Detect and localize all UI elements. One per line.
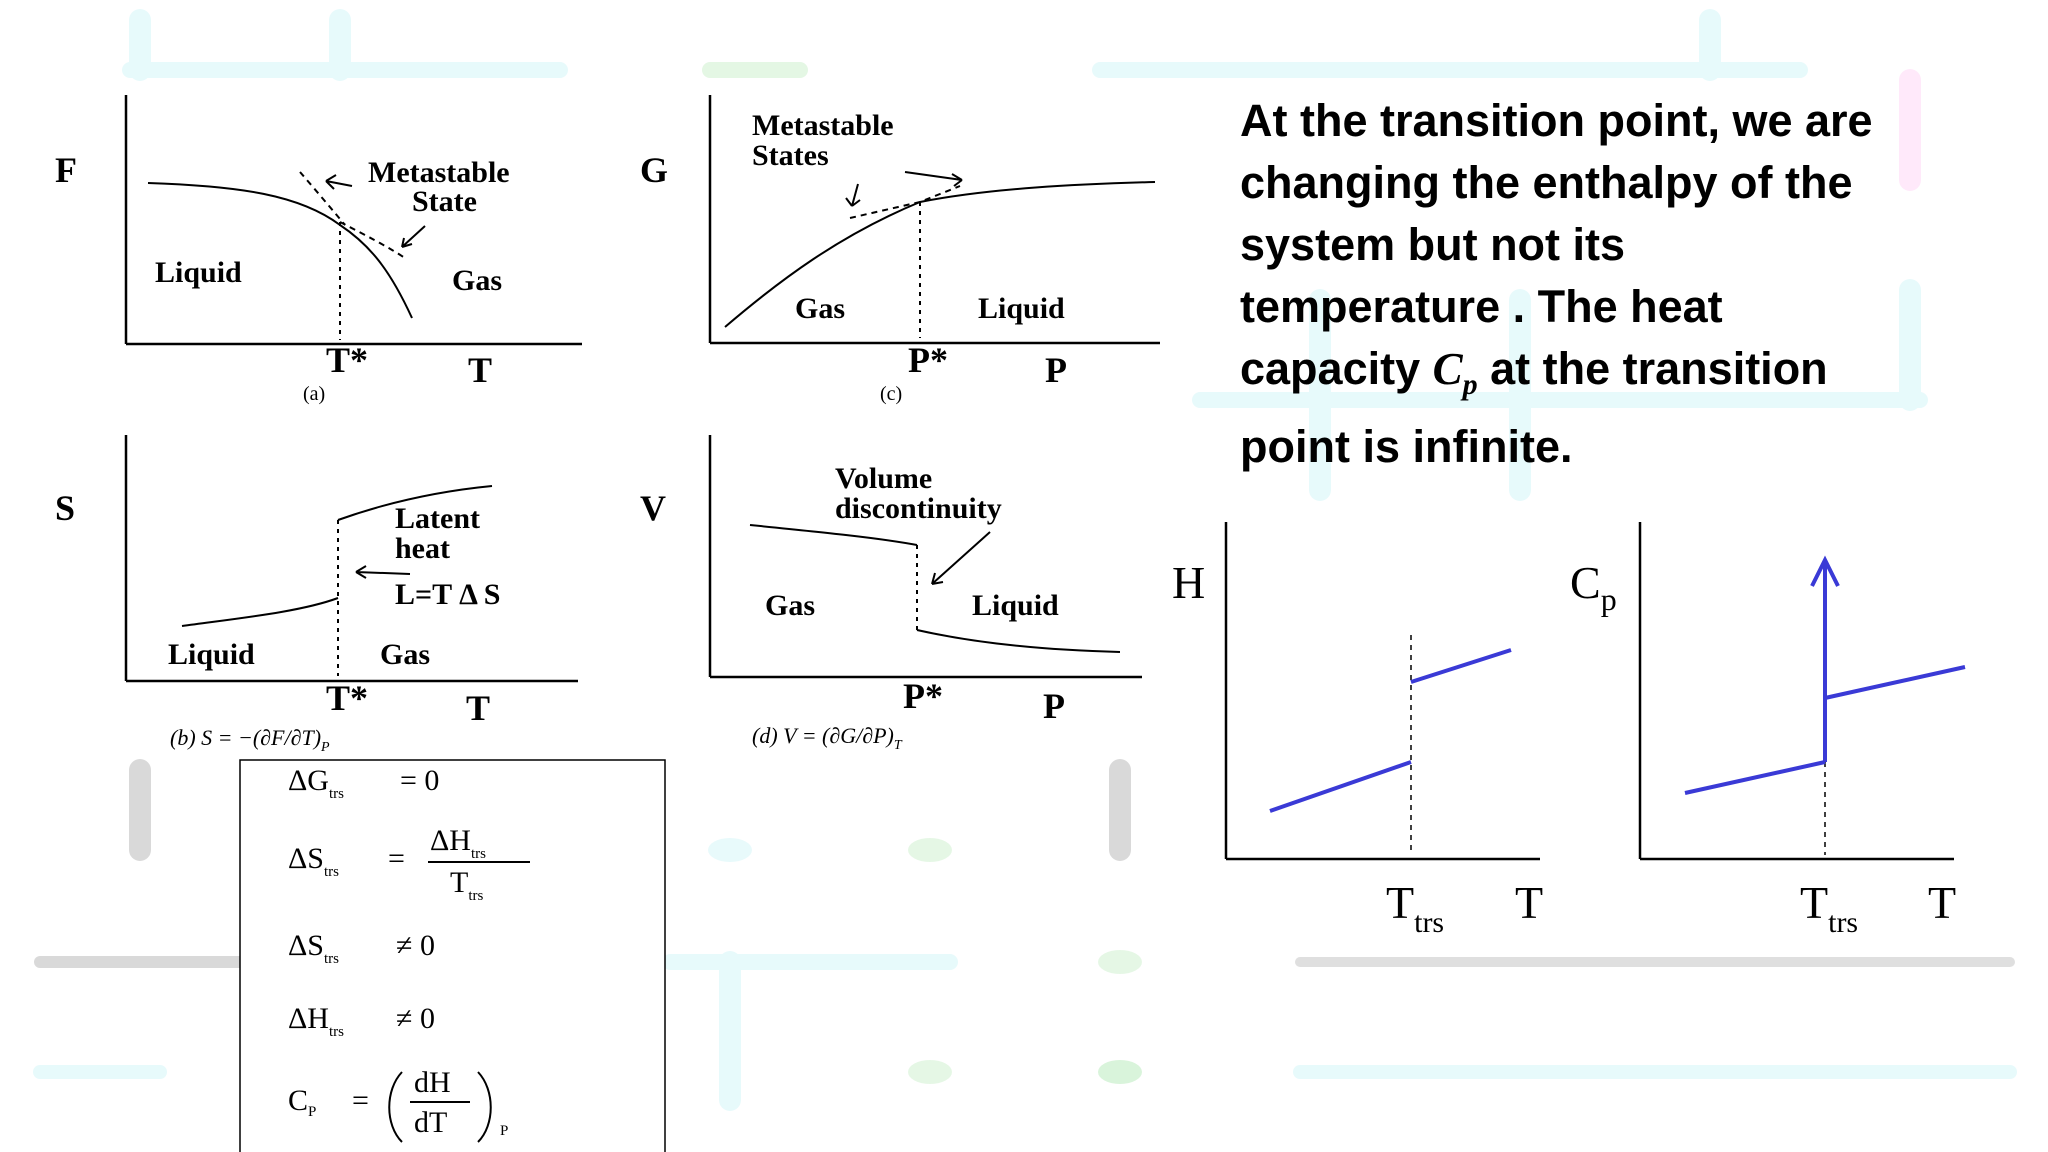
eq-delta-g-rhs: = 0 [400,764,439,797]
plot-cp-arrowhead-icon [1810,555,1840,587]
panel-a-gas-label: Gas [452,264,502,297]
plot-h: H Ttrs T [1172,522,1543,939]
panel-b-latent-label: Latent [395,502,480,535]
paragraph-part-1: At the transition point, we are changing… [1240,95,1873,394]
panel-d-arrow [931,531,991,585]
panel-c-pstar-label: P* [908,340,948,380]
explanation-paragraph: At the transition point, we are changing… [1240,90,1880,478]
panel-a-caption: (a) [303,383,325,405]
panel-b-liquid-curve [181,597,339,627]
plot-cp-ttrs-label: Ttrs [1800,877,1858,939]
panel-b-y-label: S [55,488,75,528]
panel-a-liquid-label: Liquid [155,256,242,289]
eq-delta-s: ΔStrs [288,842,339,880]
panel-c-x-label: P [1045,350,1067,390]
eq-paren-left [388,1071,403,1143]
plot-cp-x-label: T [1928,877,1956,928]
eq-dh: dH [414,1066,451,1099]
panel-b-x-label: T [466,688,490,728]
panel-c-metastable-extension [849,185,961,219]
eq-delta-h-num: ΔHtrs [430,824,486,862]
cp-symbol: Cp [1432,344,1478,401]
equations-box: ΔGtrs = 0 ΔStrs = ΔHtrs Ttrs ΔStrs ≠ 0 Δ… [239,759,666,1152]
panel-b-liquid-label: Liquid [168,638,255,671]
panel-c-gas-label: Gas [795,292,845,325]
plot-h-low-segment [1269,760,1412,813]
panel-a-liquid-curve [147,182,413,319]
panel-b-tstar-label: T* [326,678,368,718]
panel-a-metastable-extension-2 [339,221,406,259]
panel-c: G Metastable States Gas Liquid P* P (c) [640,95,1160,405]
plot-cp-low-segment [1684,760,1826,795]
paragraph-part-2: at the transition point is infinite. [1240,343,1828,472]
eq-delta-g: ΔGtrs [288,764,344,802]
panel-d: V Volume discontinuity Gas Liquid P* P (… [640,435,1142,753]
eq-dt: dT [414,1106,447,1139]
panel-a: F Metastable State Liquid Gas T* T (a) [55,95,582,405]
panel-d-x-label: P [1043,686,1065,726]
eq-delta-h-rhs: ≠ 0 [396,1002,435,1035]
panel-d-liquid-label: Liquid [972,589,1059,622]
eq-delta-h-nonzero: ΔHtrs [288,1002,344,1040]
eq-equals: = [388,842,405,875]
plot-cp-high-segment [1824,665,1966,700]
panel-b: S Latent heat L=T Δ S Liquid Gas T* T (b… [55,435,578,755]
panel-a-y-label: F [55,150,77,190]
panel-d-pstar-label: P* [903,676,943,716]
panel-a-metastable-extension [299,171,346,226]
eq-cp-equals: = [352,1084,369,1117]
plot-h-y-label: H [1172,557,1205,608]
panel-b-equation-label: L=T Δ S [395,578,500,611]
plot-cp: Cp Ttrs T [1570,522,1966,939]
panel-a-meta-label: Metastable [368,156,510,189]
panel-a-meta-label-2: State [412,185,477,218]
panel-b-gas-curve [337,485,493,521]
panel-d-liquid-curve [916,629,1121,653]
plot-h-high-segment [1410,648,1512,684]
equations-frame [239,759,666,1152]
panel-c-liquid-label: Liquid [978,292,1065,325]
panel-a-x-label: T [468,350,492,390]
panel-c-y-label: G [640,150,668,190]
eq-cp: CP [288,1084,316,1120]
panel-d-y-label: V [640,488,666,528]
eq-cp-outer-sub: P [500,1123,508,1139]
plot-h-ttrs-label: Ttrs [1386,877,1444,939]
panel-d-caption: (d) V = (∂G/∂P)T [752,723,903,753]
panel-c-meta-label-2: States [752,139,829,172]
panel-d-volume-label: Volume [835,462,932,495]
eq-paren-right [477,1071,492,1143]
plot-h-x-label: T [1515,877,1543,928]
panel-d-volume-label-2: discontinuity [835,492,1002,525]
panel-c-curve [724,181,1156,328]
panel-a-arrow-2 [401,225,426,248]
panel-b-arrow [355,565,411,579]
panel-d-gas-curve [749,524,918,546]
plot-cp-y-label: Cp [1570,557,1617,617]
panel-b-latent-label-2: heat [395,532,450,565]
panel-d-gas-label: Gas [765,589,815,622]
panel-c-meta-label: Metastable [752,109,894,142]
eq-delta-s-rhs: ≠ 0 [396,929,435,962]
panel-c-caption: (c) [880,383,902,405]
panel-c-arrow-2 [904,171,963,187]
panel-a-tstar-label: T* [326,340,368,380]
eq-delta-s-nonzero: ΔStrs [288,929,339,967]
panel-c-arrow-1 [845,183,861,207]
panel-b-caption: (b) S = −(∂F/∂T)P [170,725,330,755]
eq-t-den: Ttrs [450,866,483,904]
panel-b-gas-label: Gas [380,638,430,671]
panel-a-arrow-1 [325,174,353,190]
